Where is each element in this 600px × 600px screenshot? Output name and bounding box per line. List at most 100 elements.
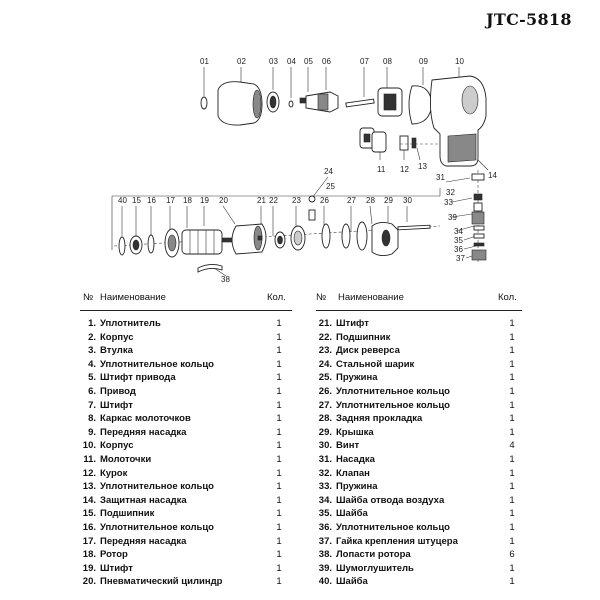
part-quantity: 1 [509,385,515,397]
part-name: Задняя прокладка [336,413,423,425]
callout-38: 38 [221,275,230,284]
part-28-rear-gasket [356,221,368,251]
part-number: 37. [318,535,332,547]
part-number: 27. [318,399,332,411]
callout-26: 26 [320,196,329,205]
part-number: 20. [82,576,96,588]
part-name: Уплотнитель [100,318,161,329]
part-04-oring [288,100,294,108]
part-name: Уплотнительное кольцо [100,358,214,370]
callout-27: 27 [347,196,356,205]
part-quantity: 1 [509,318,515,329]
header-divider [316,310,522,311]
callout-03: 03 [269,57,278,66]
part-number: 6. [88,385,96,397]
callout-06: 06 [322,57,331,66]
header-name: Наименование [100,292,166,303]
assembly-bracket [111,188,441,250]
part-name: Курок [100,467,128,479]
part-name: Молоточки [100,453,152,465]
part-number: 10. [82,440,96,452]
part-30-screw [397,224,431,231]
part-13-oring [411,137,417,149]
part-quantity: 1 [509,345,515,357]
part-name: Защитная насадка [100,494,187,506]
part-name: Ротор [100,549,128,561]
part-name: Шайба [336,508,368,520]
table-header: № Наименование Кол. [316,292,522,308]
header-divider [80,310,292,311]
part-number: 15. [82,508,96,520]
part-name: Стальной шарик [336,358,415,370]
callout-24: 24 [324,167,333,176]
part-quantity: 1 [276,562,282,574]
part-number: 32. [318,467,332,479]
part-number: 26. [318,385,332,397]
exploded-view-diagram: 01 02 03 04 05 06 07 08 09 10 11 12 13 1… [111,57,497,284]
part-25-spring [308,209,316,221]
callout-04: 04 [287,57,296,66]
part-name: Подшипник [336,331,391,343]
part-name: Пружина [336,372,378,384]
part-name: Гайка крепления штуцера [336,535,458,547]
part-name: Пружина [336,481,378,493]
part-27-oring [341,223,351,249]
part-number: 8. [88,413,96,425]
part-12-trigger [399,135,409,151]
part-number: 21. [318,318,332,329]
part-name: Винт [336,440,360,452]
callout-34: 34 [454,227,463,236]
table-row: 6. Привод 1 [80,385,292,399]
part-quantity: 1 [276,453,282,465]
part-number: 18. [82,549,96,561]
callout-29: 29 [384,196,393,205]
callout-09: 09 [419,57,428,66]
callout-16: 16 [147,196,156,205]
callout-10: 10 [455,57,464,66]
part-33-spring [473,202,483,212]
part-quantity: 1 [276,521,282,533]
callout-labels-top: 01 02 03 04 05 06 07 08 09 10 11 12 13 1… [118,57,497,284]
part-number: 28. [318,413,332,425]
part-quantity: 1 [276,385,282,397]
part-quantity: 1 [276,358,282,370]
part-number: 39. [318,562,332,574]
table-header: № Наименование Кол. [80,292,292,308]
part-name: Шайба отвода воздуха [336,494,445,506]
part-34-exhaust-washer [473,225,485,231]
part-number: 31. [318,453,332,465]
part-quantity: 1 [509,399,515,411]
part-name: Привод [100,385,136,397]
part-quantity: 1 [509,453,515,465]
part-name: Шайба [336,576,368,588]
callout-20: 20 [219,196,228,205]
callout-35: 35 [454,236,463,245]
callout-21: 21 [257,196,266,205]
part-number: 13. [82,481,96,493]
part-quantity: 1 [276,372,282,384]
callout-25: 25 [326,182,335,191]
part-quantity: 1 [276,481,282,493]
callout-22: 22 [269,196,278,205]
part-number: 4. [88,358,96,370]
part-number: 1. [88,318,96,329]
callout-33: 33 [444,198,453,207]
part-name: Насадка [336,453,375,465]
top-row-parts [200,75,487,167]
part-number: 5. [88,372,96,384]
